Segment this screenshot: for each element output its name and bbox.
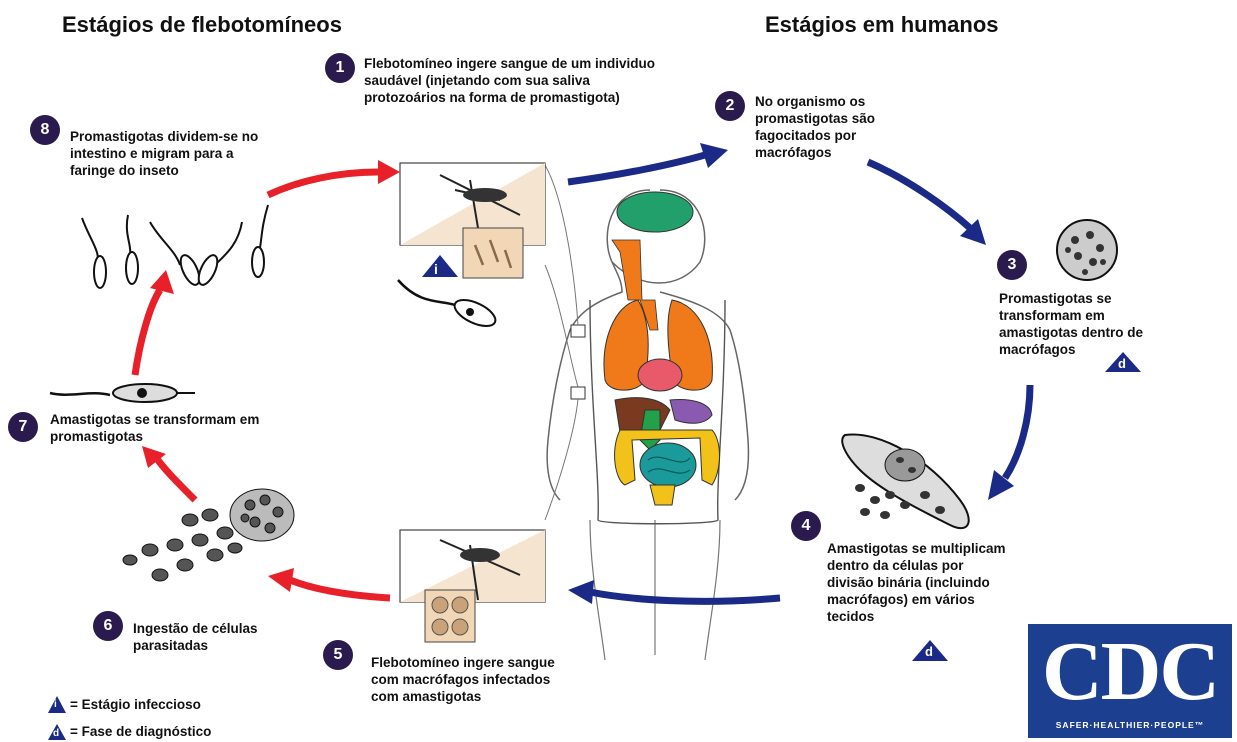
cdc-logo-text: CDC [1028, 626, 1232, 718]
step-text-1: Flebotomíneo ingere sangue de um individ… [364, 55, 674, 106]
legend-infective-label: = Estágio infeccioso [70, 697, 201, 712]
arrow-7-to-8-head [150, 270, 174, 294]
multiplying-amastigotes-illustration [842, 434, 968, 528]
legend-diagnostic-letter: d [53, 728, 59, 739]
step-badge-6: 6 [93, 611, 123, 641]
step-badge-1: 1 [325, 53, 355, 83]
macrophage-illustration [1057, 220, 1117, 280]
step-text-3: Promastigotas se transformam em amastigo… [999, 290, 1177, 358]
arrow-1-to-2 [568, 155, 705, 182]
infective-stage-marker [422, 255, 458, 277]
step-badge-4: 4 [791, 511, 821, 541]
diagnostic-marker-letter-3: d [1118, 356, 1126, 371]
cdc-logo-tagline: SAFER·HEALTHIER·PEOPLE™ [1028, 720, 1232, 730]
arrow-1-to-2-head [700, 143, 728, 168]
step-text-4: Amastigotas se multiplicam dentro da cél… [827, 540, 1012, 625]
step-text-7: Amastigotas se transformam em promastigo… [50, 411, 320, 445]
step-badge-7: 7 [8, 412, 38, 442]
step-badge-8: 8 [30, 115, 60, 145]
dividing-promastigotes-illustration [82, 205, 268, 288]
arrow-4-to-5 [590, 592, 780, 601]
step-text-8: Promastigotas dividem-se no intestino e … [70, 128, 265, 179]
arrow-7-to-8 [135, 290, 160, 375]
arrow-5-to-6 [290, 580, 390, 598]
step-badge-5: 5 [323, 640, 353, 670]
step-text-5: Flebotomíneo ingere sangue com macrófago… [371, 654, 556, 705]
arrow-2-to-3 [868, 162, 970, 228]
step-text-2: No organismo os promastigotas são fagoci… [755, 93, 915, 161]
infective-marker-letter: i [434, 261, 438, 277]
parasitized-cells-illustration [123, 489, 294, 581]
arrow-3-to-4 [1005, 385, 1030, 478]
legend-infective-triangle [48, 696, 66, 713]
step-badge-2: 2 [715, 91, 745, 121]
arrow-8-to-1 [268, 172, 378, 195]
step-badge-3: 3 [997, 250, 1027, 280]
arrow-4-to-5-head [568, 580, 594, 604]
legend-diagnostic-label: = Fase de diagnóstico [70, 724, 211, 739]
promastigote-illustration [398, 280, 499, 331]
transforming-parasite-illustration [50, 384, 195, 402]
diagnostic-marker-letter-4: d [925, 644, 933, 659]
arrow-5-to-6-head [268, 568, 294, 592]
cdc-logo: CDC SAFER·HEALTHIER·PEOPLE™ [1028, 624, 1232, 738]
legend-infective-letter: i [54, 699, 57, 710]
sandfly-bite-panel-top [400, 163, 545, 278]
arrow-8-to-1-head [378, 160, 400, 184]
human-body-illustration [545, 165, 748, 660]
arrow-6-to-7 [158, 460, 195, 500]
step-text-6: Ingestão de células parasitadas [133, 620, 293, 654]
sandfly-bite-panel-bottom [400, 530, 545, 642]
